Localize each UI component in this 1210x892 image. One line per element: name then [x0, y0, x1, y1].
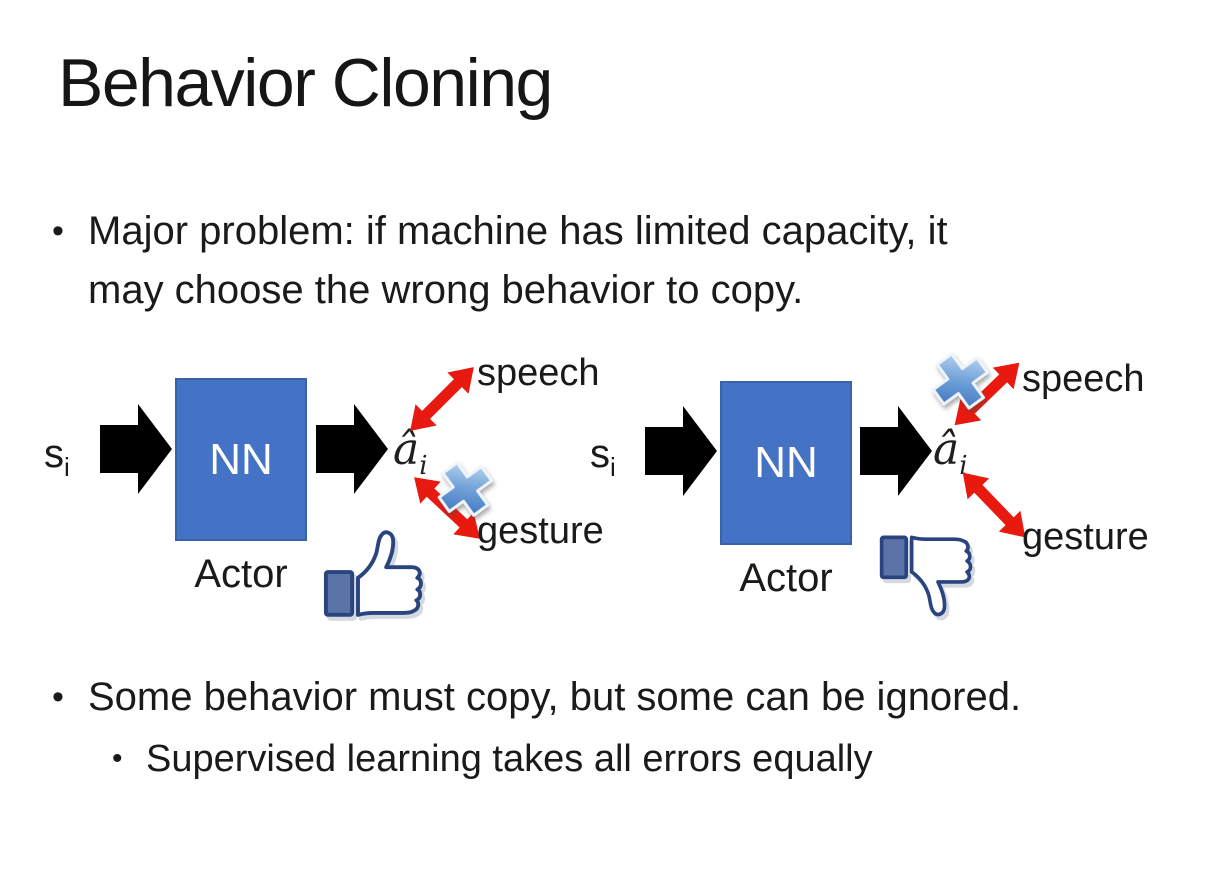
right-speech-label: speech	[1022, 358, 1145, 400]
left-actor-label: Actor	[194, 552, 288, 596]
left-nn-box: NN	[175, 378, 307, 541]
right-nn-label: NN	[754, 438, 818, 487]
slide-title: Behavior Cloning	[58, 45, 553, 121]
left-input-arrow-icon	[100, 400, 172, 498]
right-input-arrow-icon	[645, 402, 717, 500]
left-speech-arrow-icon	[398, 355, 486, 443]
right-gesture-label: gesture	[1022, 516, 1149, 558]
left-cross-out-icon	[429, 454, 501, 530]
bullet-glyph: •	[52, 678, 64, 716]
left-speech-label: speech	[477, 352, 600, 394]
thumbs-up-icon	[322, 527, 429, 625]
bullet-some-behavior: • Some behavior must copy, but some can …	[52, 668, 1021, 727]
bullet-supervised-learning: • Supervised learning takes all errors e…	[112, 731, 873, 787]
right-nn-box: NN	[720, 381, 852, 545]
bullet-glyph: •	[52, 212, 64, 250]
left-gesture-label: gesture	[477, 510, 604, 552]
right-speech-arrow-icon	[943, 351, 1031, 438]
left-input-state: si	[44, 432, 70, 482]
bullet-glyph: •	[112, 742, 123, 775]
bullet-major-problem: • Major problem: if machine has limited …	[52, 202, 948, 320]
right-actor-label: Actor	[739, 556, 833, 600]
right-cross-out-icon	[923, 344, 997, 422]
left-output-arrow-icon	[316, 400, 388, 498]
right-output-action: âi	[933, 424, 968, 481]
bullet-major-problem-line2: may choose the wrong behavior to copy.	[88, 268, 804, 312]
bullet-major-problem-line1: Major problem: if machine has limited ca…	[88, 209, 948, 253]
thumbs-down-icon	[878, 530, 978, 627]
left-nn-label: NN	[209, 434, 273, 484]
left-output-action: âi	[393, 424, 428, 481]
right-output-arrow-icon	[860, 402, 932, 500]
right-input-state: si	[590, 432, 616, 482]
right-gesture-arrow-icon	[951, 461, 1038, 549]
